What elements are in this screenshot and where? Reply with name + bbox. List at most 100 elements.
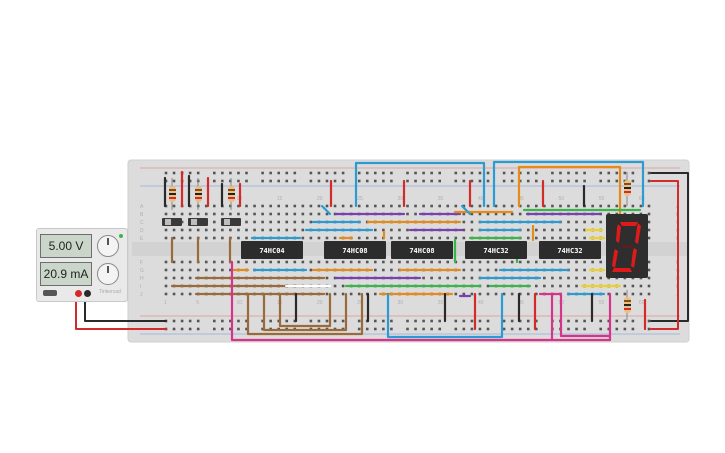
chip-74hc32-2[interactable]: 74HC32	[539, 241, 601, 259]
rail-hole	[510, 179, 514, 183]
hole	[285, 260, 289, 264]
hole	[164, 276, 168, 280]
hole	[575, 220, 578, 224]
hole	[647, 228, 651, 232]
wire[interactable]	[230, 260, 612, 342]
chip-74hc04[interactable]: 74HC04	[241, 241, 303, 259]
hole	[510, 260, 514, 264]
current-knob[interactable]	[97, 263, 119, 285]
hole	[462, 260, 466, 264]
hole	[470, 204, 474, 208]
resistor-1[interactable]	[169, 178, 176, 210]
rail-hole	[221, 327, 224, 331]
wire[interactable]	[354, 161, 486, 208]
wire[interactable]	[262, 292, 348, 332]
power-switch[interactable]	[43, 290, 57, 296]
rail-hole	[535, 327, 538, 331]
slide-switch-2[interactable]	[188, 218, 208, 226]
hole	[591, 220, 594, 224]
hole	[245, 220, 248, 224]
resistor-4[interactable]	[624, 172, 631, 206]
hole	[494, 292, 498, 296]
slide-switch-1[interactable]	[162, 218, 182, 226]
hole	[567, 220, 570, 224]
rail-hole	[583, 171, 586, 175]
hole	[559, 276, 562, 280]
wire[interactable]	[320, 204, 332, 216]
hole	[309, 212, 313, 216]
hole	[261, 228, 264, 232]
hole	[446, 260, 450, 264]
wire[interactable]	[278, 292, 332, 328]
wire[interactable]	[386, 292, 504, 339]
resistor-3[interactable]	[228, 178, 235, 210]
hole	[647, 276, 651, 280]
rail-hole	[374, 171, 377, 175]
rail-hole	[414, 179, 417, 183]
column-number: 20	[317, 300, 323, 306]
hole	[470, 268, 474, 272]
hole	[285, 228, 289, 232]
rail-hole	[486, 171, 490, 175]
rail-hole	[213, 327, 216, 331]
wire[interactable]	[650, 180, 679, 330]
column-number: 20	[317, 196, 323, 202]
wire[interactable]	[84, 295, 167, 322]
rail-hole	[261, 171, 264, 175]
rail-hole	[374, 179, 377, 183]
hole	[535, 260, 538, 264]
negative-terminal[interactable]	[84, 290, 91, 297]
wire[interactable]	[517, 165, 622, 216]
rail-hole	[454, 171, 458, 175]
hole	[196, 228, 200, 232]
hole	[325, 260, 329, 264]
resistor-2[interactable]	[195, 178, 202, 210]
hole	[204, 236, 208, 240]
wire[interactable]	[75, 295, 167, 330]
hole	[623, 292, 627, 296]
wire[interactable]	[460, 204, 472, 216]
chip-74hc08-1[interactable]: 74HC08	[324, 241, 386, 259]
wire[interactable]	[246, 292, 364, 336]
rail-hole	[615, 171, 619, 175]
rail-hole	[237, 327, 240, 331]
seven-segment-display[interactable]	[606, 214, 648, 278]
row-letter: I	[140, 284, 141, 290]
resistor-5[interactable]	[624, 290, 631, 320]
row-letter: H	[140, 276, 144, 282]
hole	[551, 228, 554, 232]
rail-hole	[422, 171, 425, 175]
positive-terminal[interactable]	[75, 290, 82, 297]
power-supply[interactable]: 5.00 V 20.9 mA Tinkercad	[36, 228, 128, 302]
hole	[575, 260, 578, 264]
hole	[245, 236, 248, 240]
wire[interactable]	[650, 172, 689, 322]
rail-hole	[317, 171, 321, 175]
row-letter: D	[140, 228, 144, 234]
hole	[390, 228, 393, 232]
hole	[535, 204, 538, 208]
rail-hole	[357, 319, 361, 323]
wire[interactable]	[492, 160, 645, 208]
wire[interactable]	[559, 292, 612, 338]
chip-74hc32-1[interactable]: 74HC32	[465, 241, 527, 259]
rail-hole	[567, 179, 570, 183]
chip-74hc08-2[interactable]: 74HC08	[391, 241, 453, 259]
hole	[462, 220, 466, 224]
hole	[172, 260, 176, 264]
wires[interactable]	[75, 160, 689, 342]
slide-switch-3[interactable]	[221, 218, 241, 226]
rail-hole	[229, 179, 232, 183]
hole	[599, 204, 602, 208]
rail-hole	[414, 171, 417, 175]
hole	[567, 276, 570, 280]
rail-hole	[647, 319, 651, 323]
hole	[438, 236, 441, 240]
voltage-knob[interactable]	[97, 235, 119, 257]
hole	[543, 260, 546, 264]
rail-hole	[599, 179, 602, 183]
hole	[422, 236, 425, 240]
rail-hole	[502, 327, 506, 331]
hole	[398, 236, 401, 240]
